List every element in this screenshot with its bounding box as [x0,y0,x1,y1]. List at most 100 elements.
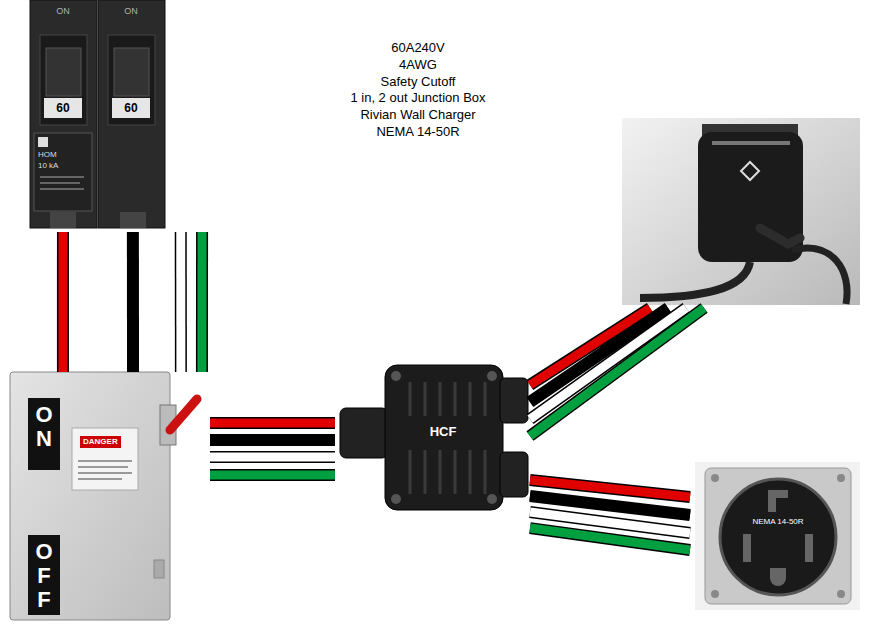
wire-core [530,308,686,419]
wire-outline [196,232,208,372]
sticker-line [78,466,128,468]
handle-recess [40,35,87,125]
safety-disconnect: ONOFFDANGER [8,372,210,622]
node-text: DANGER [80,436,121,448]
screw [391,371,401,381]
wire-core [210,419,335,428]
lock-tab [154,560,164,578]
wire [210,457,335,458]
wire-core [210,453,335,462]
spec-label: 4AWG [298,57,538,74]
screw-hole [711,474,719,482]
wire-bundle [530,308,704,436]
wire-core [128,232,137,372]
wire-outline [530,308,704,436]
warning-sticker [72,428,138,490]
wall-charger [622,118,862,308]
wire-outline [210,434,335,446]
wire [210,440,335,441]
circuit-breaker: ON ON 60 60HOM10 kA [28,0,212,232]
disconnect-illustration [10,372,197,620]
wire [210,475,335,476]
cable-gland [500,452,528,497]
wire-bundle [210,423,335,475]
terminal [120,212,146,228]
screw-hole [837,474,845,482]
wire-outline [530,528,690,550]
wire-outline [210,417,335,429]
spec-label: Rivian Wall Charger [298,107,538,124]
wire [210,423,335,424]
breaker-handle [46,48,81,96]
edges [63,232,704,550]
photo-background [695,462,860,610]
screw [391,494,401,504]
sticker-line [78,478,122,480]
breaker-sticker [34,133,92,211]
wire [62,232,63,372]
spec-label: 60A240V [298,40,538,57]
hot-slot [743,534,751,562]
cable-gland [340,408,388,458]
charger-body [698,132,803,262]
node-text: ON [52,6,74,17]
ground-slot [770,568,786,586]
sticker-line [78,472,132,474]
photo-background [622,118,860,305]
wire-core [58,232,67,372]
junction-body [385,365,503,510]
disconnect-housing [10,372,170,620]
wire-core [210,436,335,445]
wire [530,528,690,550]
breaker-pole [30,0,97,228]
wire-outline [210,469,335,481]
node-text: HCF [413,424,473,440]
wire-core [176,232,185,372]
screw-hole [837,590,845,598]
wire [180,232,181,372]
screw-hole [711,590,719,598]
terminal [50,212,76,228]
wire-outline [530,308,686,419]
neutral-slot [768,490,788,512]
wire [132,232,133,372]
wire-outline [57,232,69,372]
breaker-illustration [30,0,165,228]
node-text: 60 [44,101,82,115]
handle-recess [108,35,155,125]
connector-handle [760,228,800,244]
hot-slot [805,534,813,562]
node-text: 10 kA [38,161,90,171]
wire-core [210,471,335,480]
logo-mark [741,162,759,180]
breaker-handle [114,48,149,96]
wire-bundle [530,480,690,550]
wire [201,232,202,372]
wire-bundle [63,232,202,372]
sticker-line [40,182,80,184]
ridges [410,382,485,494]
nema-outlet: NEMA 14-50R [690,460,862,612]
spec-list: 60A240V4AWGSafety Cutoff1 in, 2 out Junc… [298,40,538,141]
charging-cable [640,262,750,298]
node-text: NEMA 14-50R [738,517,818,527]
brand-logo [38,137,48,147]
light-bar [712,141,790,145]
on-plate [28,398,60,470]
wire-outline [175,232,187,372]
charging-cable [792,248,847,304]
node-text: HOM [38,150,90,160]
sticker-line [40,188,84,190]
wire-core [530,528,690,550]
screw [487,494,497,504]
wire [530,308,704,436]
node-text: ON [120,6,142,17]
spec-label: NEMA 14-50R [298,124,538,141]
wire-outline [127,232,139,372]
node-text: 60 [112,101,150,115]
wire-core [197,232,206,372]
disconnect-handle [170,399,197,430]
off-plate [28,535,60,615]
screw [487,371,497,381]
